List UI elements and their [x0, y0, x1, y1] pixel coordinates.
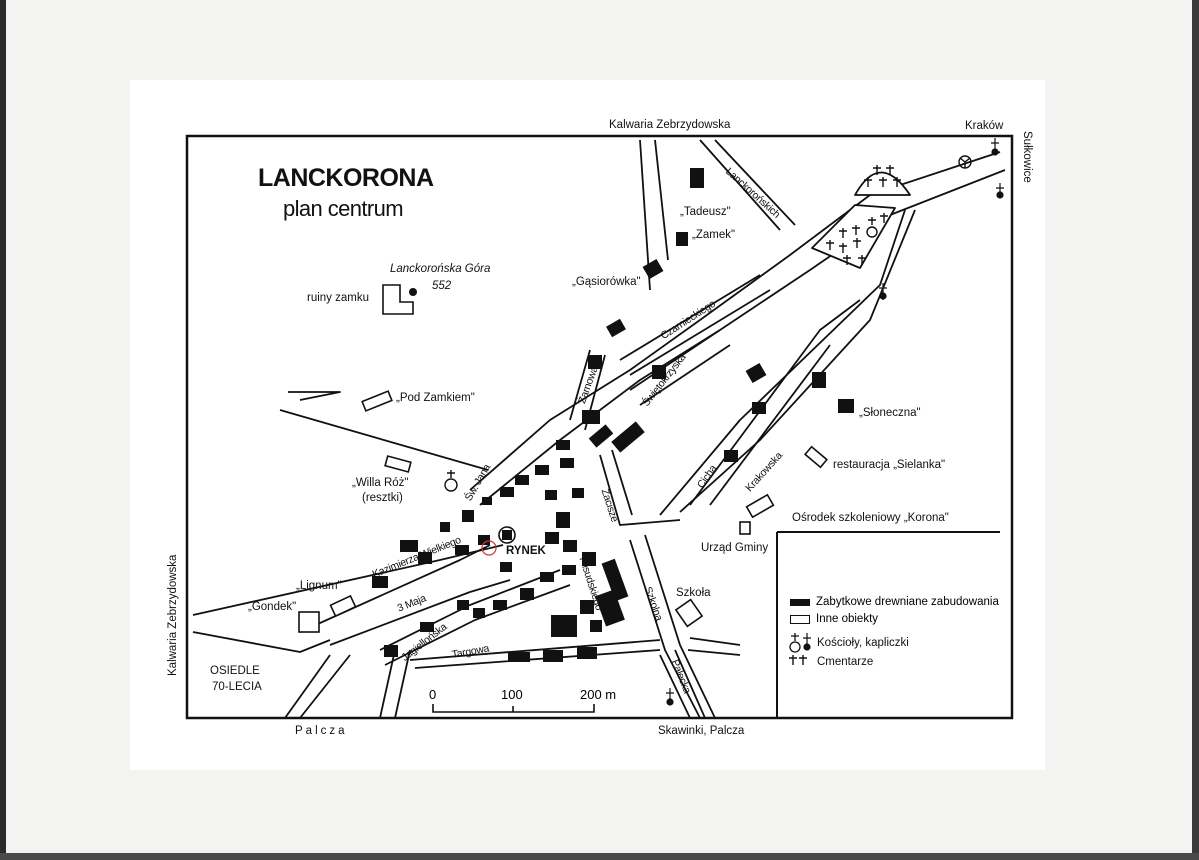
legend-swatch-outline [790, 614, 810, 624]
label-pod-zamkiem: „Pod Zamkiem" [396, 392, 475, 404]
label-urzad-gminy: Urząd Gminy [701, 542, 769, 554]
label-willa-roz: „Willa Róż" [352, 477, 409, 489]
hill-elevation: 552 [432, 280, 452, 292]
edge-krakow: Kraków [965, 120, 1004, 132]
scale-100: 100 [501, 687, 523, 702]
road-czarnieckiego [619, 274, 771, 376]
legend-swatch-filled [790, 598, 810, 606]
label-ruins: ruiny zamku [307, 292, 369, 304]
road-szkolna [629, 534, 716, 719]
label-lignum: „Lignum" [296, 580, 342, 592]
edge-palcza: Palcza [295, 725, 348, 737]
road-north-2 [699, 139, 796, 231]
map-title: LANCKORONA [258, 164, 434, 192]
hill-name: Lanckorońska Góra [390, 263, 491, 275]
summit-dot [409, 288, 417, 296]
edge-kalwaria-left: Kalwaria Zebrzydowska [167, 554, 179, 676]
scale-bar [432, 704, 595, 713]
signpost-icon [958, 155, 972, 169]
label-osiedle-70: 70-LECIA [212, 681, 262, 693]
scale-200: 200 m [580, 687, 617, 702]
edge-sulkowice: Sułkowice [1021, 131, 1033, 183]
edge-skawinki: Skawinki, Palcza [658, 725, 745, 737]
church-icons [444, 217, 878, 492]
legend-cemeteries-label: Cmentarze [817, 656, 874, 668]
label-resztki: (resztki) [362, 492, 403, 504]
label-szkola: Szkoła [676, 587, 711, 599]
road-3-maja [284, 654, 351, 719]
cemetery-2 [811, 204, 896, 269]
map-subtitle: plan centrum [283, 196, 404, 221]
chapel-icons [666, 138, 1004, 706]
legend-other: Inne obiekty [790, 613, 878, 625]
label-gasiorowka: „Gąsiorówka" [572, 276, 641, 288]
cemetery-crosses [826, 165, 901, 265]
road-pod-zamkiem [279, 391, 489, 471]
building-szkola [674, 598, 704, 628]
road-zacisze [599, 449, 681, 526]
edge-kalwaria-top: Kalwaria Zebrzydowska [609, 119, 731, 131]
scale-0: 0 [429, 687, 437, 702]
building-urzad [739, 521, 751, 535]
rynek-icon [481, 526, 516, 556]
road-jagiellonska [379, 569, 571, 666]
legend-churches-label: Kościoły, kapliczki [817, 637, 909, 649]
building-sielanka [803, 445, 829, 469]
building-pod-zamkiem [361, 390, 393, 412]
legend-historic-label: Zabytkowe drewniane zabudowania [816, 596, 999, 608]
label-korona: Ośrodek szkoleniowy „Korona" [792, 512, 949, 524]
label-osiedle: OSIEDLE [210, 665, 260, 677]
map-frame [185, 134, 1014, 720]
road-targowa [379, 639, 661, 719]
road-palecka [659, 649, 706, 719]
building-gondek [298, 611, 320, 633]
label-rynek: RYNEK [506, 545, 546, 557]
label-gondek: „Gondek" [248, 601, 297, 613]
legend-historic: Zabytkowe drewniane zabudowania [790, 596, 999, 608]
label-tadeusz: „Tadeusz" [680, 206, 731, 218]
label-sielanka: restauracja „Sielanka" [833, 459, 946, 471]
label-sloneczna: „Słoneczna" [859, 407, 921, 419]
road-cicha [689, 299, 861, 506]
road-switokrzyska [629, 329, 731, 406]
building-ruins [382, 284, 414, 315]
building-korona [745, 493, 775, 519]
road-bottom-right [687, 637, 741, 656]
building-willa-roz [384, 455, 412, 473]
legend-other-label: Inne obiekty [816, 613, 879, 625]
label-zamek: „Zamek" [692, 229, 736, 241]
legend-box [776, 531, 1000, 718]
building-lignum [329, 594, 357, 618]
